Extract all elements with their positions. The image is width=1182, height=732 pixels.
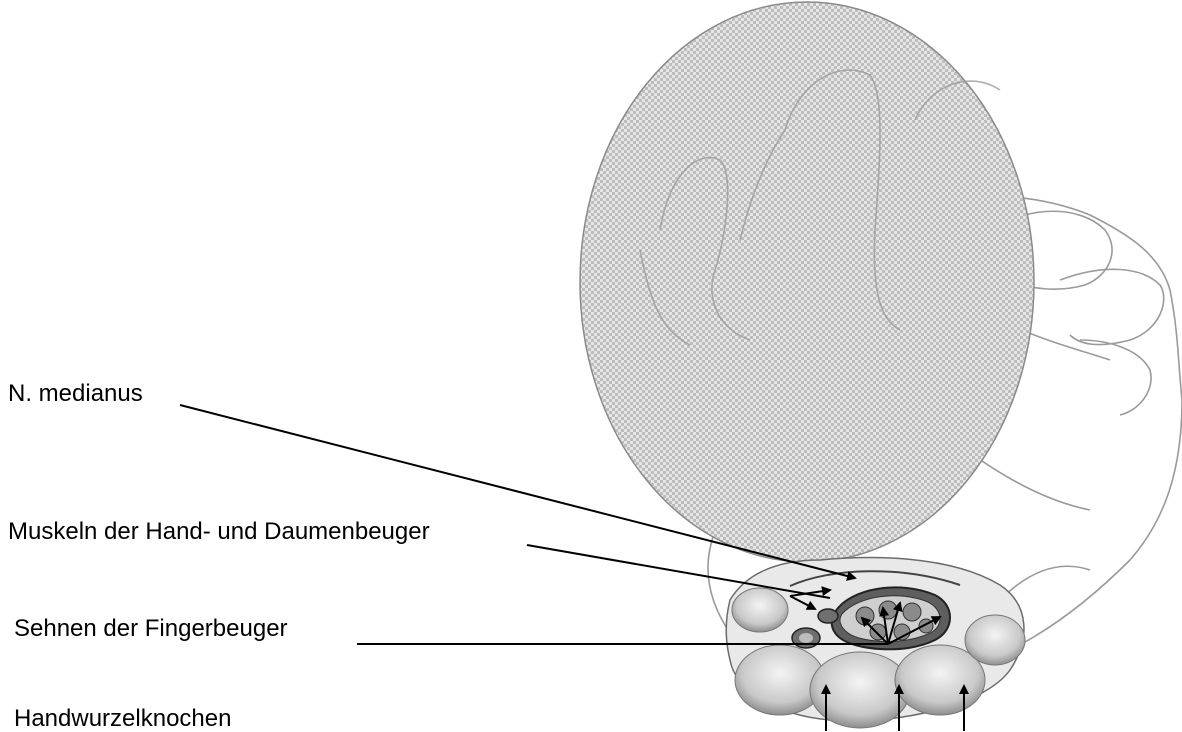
label-finger-flexor-tendons: Sehnen der Fingerbeuger bbox=[14, 617, 288, 641]
label-n-medianus: N. medianus bbox=[8, 382, 143, 406]
label-carpal-bones: Handwurzelknochen bbox=[14, 707, 231, 731]
label-flexor-muscles: Muskeln der Hand- und Daumenbeuger bbox=[8, 520, 430, 544]
wrist-cross-section bbox=[726, 558, 1025, 728]
